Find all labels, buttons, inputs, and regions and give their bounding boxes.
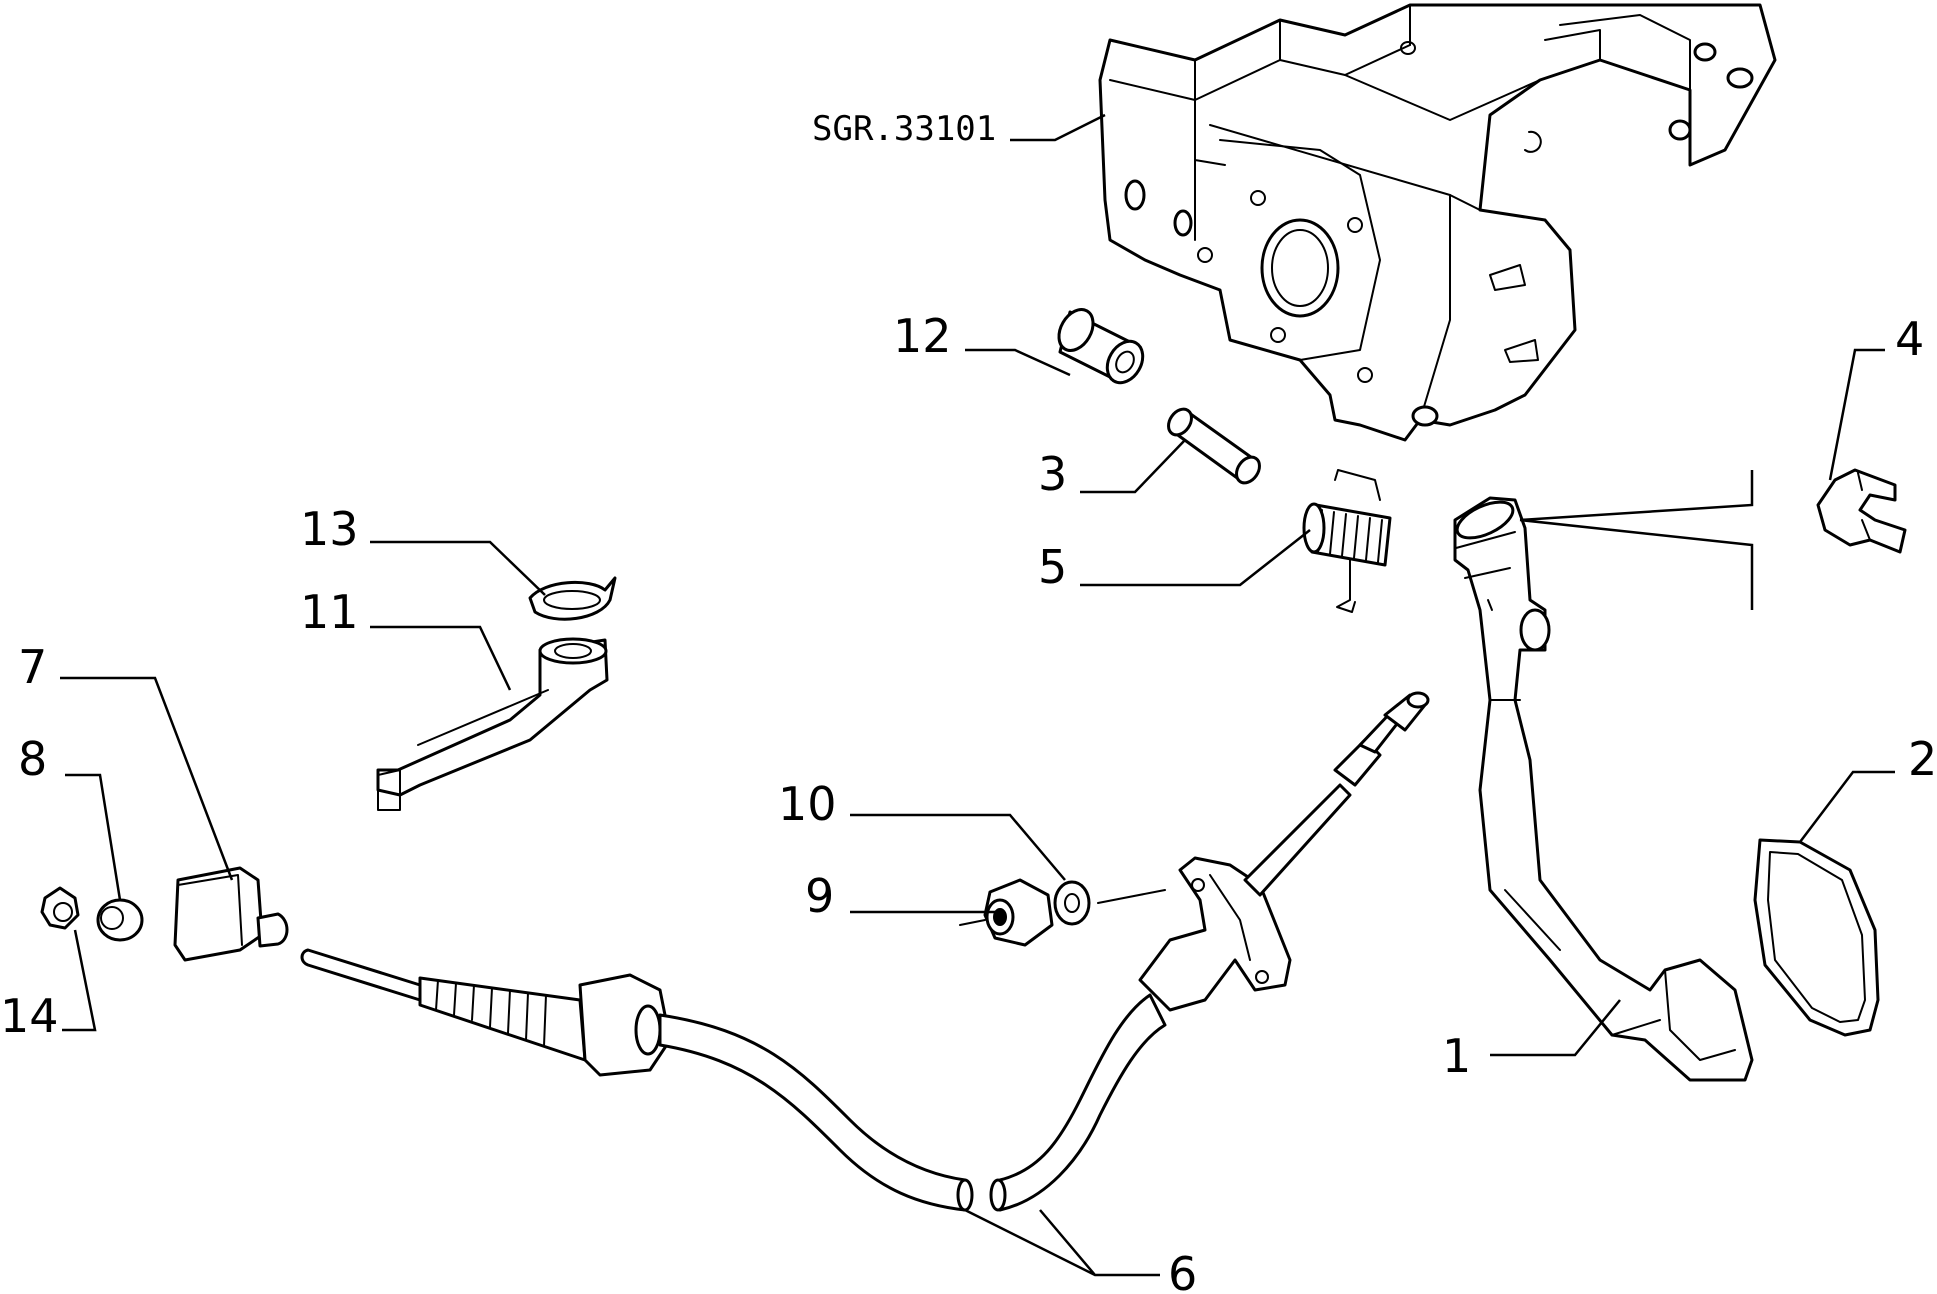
- nut-part-9: [959, 878, 1054, 947]
- leader-11: [370, 625, 512, 691]
- callout-5: 5: [1038, 540, 1067, 594]
- pedal-bracket: [1098, 3, 1777, 442]
- pedal-pad-part-2: [1753, 838, 1880, 1037]
- rubber-bush-part-8: [96, 898, 144, 942]
- callout-1: 1: [1442, 1029, 1471, 1083]
- callout-3: 3: [1038, 447, 1067, 501]
- leader-4: [1828, 348, 1885, 481]
- leader-5: [1080, 529, 1311, 587]
- callout-12: 12: [893, 309, 952, 363]
- release-lever-part-11: [376, 637, 609, 811]
- spring-part-5: [1302, 469, 1392, 613]
- leader-14: [62, 929, 97, 1032]
- reference-code: SGR.33101: [812, 109, 996, 149]
- leader-4-pedal: [1519, 470, 1754, 610]
- callout-14: 14: [0, 989, 59, 1043]
- circlip-part-13: [528, 576, 617, 621]
- leader-8: [65, 773, 122, 901]
- clip-part-4: [1816, 468, 1907, 554]
- callout-6: 6: [1168, 1247, 1197, 1294]
- callout-4: 4: [1895, 312, 1924, 366]
- leader-10: [850, 813, 1066, 881]
- leader-2: [1799, 770, 1895, 843]
- leader-1: [1490, 999, 1621, 1057]
- callout-9: 9: [805, 869, 834, 923]
- leader-lines: [60, 113, 1895, 1277]
- callout-2: 2: [1908, 732, 1937, 786]
- callout-13: 13: [300, 502, 359, 556]
- pin-part-3: [1167, 407, 1261, 485]
- callout-8: 8: [18, 732, 47, 786]
- labels: SGR.33101 1 2 3 4 5 6 7 8 9 10 11 12 13 …: [0, 109, 1937, 1294]
- cable-end-part-7: [173, 866, 289, 962]
- leader-7: [60, 676, 234, 881]
- pedal-lever-part-1: [1453, 496, 1754, 1082]
- washer-part-10: [1053, 880, 1166, 926]
- leader-12: [965, 348, 1071, 377]
- clutch-cable-part-6: [300, 691, 1430, 1212]
- leader-ref: [1010, 113, 1106, 142]
- callout-11: 11: [300, 585, 359, 639]
- nut-part-14: [40, 886, 80, 930]
- leader-13: [370, 540, 546, 596]
- bushing-part-12: [1057, 308, 1145, 385]
- callout-7: 7: [18, 640, 47, 694]
- leader-6: [964, 1208, 1160, 1277]
- callout-10: 10: [778, 777, 837, 831]
- leader-3: [1080, 439, 1186, 494]
